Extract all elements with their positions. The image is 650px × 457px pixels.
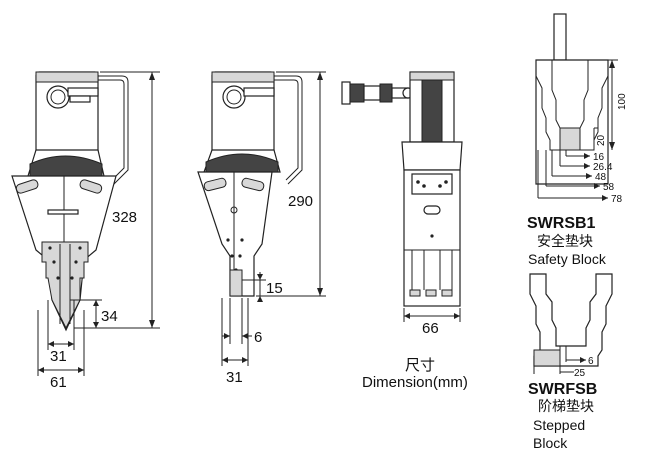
dim-31-front: 31 xyxy=(50,348,67,365)
dim-78: 78 xyxy=(611,194,623,205)
dim-100: 100 xyxy=(617,93,628,110)
dimension-label-en: Dimension(mm) xyxy=(362,374,468,391)
dim-16: 16 xyxy=(593,152,605,163)
dim-48: 48 xyxy=(595,172,607,183)
swrfsb-en-2: Block xyxy=(533,435,568,451)
side-view-dimensions xyxy=(221,71,326,366)
front-view-tool xyxy=(11,71,129,332)
front-view-dimensions xyxy=(37,71,160,376)
dim-34: 34 xyxy=(101,308,118,325)
back-view-dimensions xyxy=(403,308,461,322)
swrsb1-cn: 安全垫块 xyxy=(537,233,593,249)
stepped-block-diagram xyxy=(529,273,613,374)
dim-20: 20 xyxy=(596,134,607,146)
safety-block-diagram xyxy=(535,13,618,201)
swrfsb-cn: 阶梯垫块 xyxy=(538,398,594,414)
dim-25: 25 xyxy=(574,368,586,379)
side-view-tool xyxy=(197,71,303,297)
dimension-label-cn: 尺寸 xyxy=(405,357,435,374)
swrsb1-en: Safety Block xyxy=(528,251,607,267)
dim-328: 328 xyxy=(112,209,137,226)
swrsb1-code: SWRSB1 xyxy=(527,215,596,232)
dim-6-side: 6 xyxy=(254,329,262,346)
swrfsb-en-1: Stepped xyxy=(533,417,585,433)
back-view-tool xyxy=(341,71,463,307)
dim-66: 66 xyxy=(422,320,439,337)
dim-15: 15 xyxy=(266,280,283,297)
dim-290: 290 xyxy=(288,193,313,210)
dim-61: 61 xyxy=(50,374,67,391)
dim-31-side: 31 xyxy=(226,369,243,386)
dim-26-4: 26.4 xyxy=(593,162,613,173)
dim-6-stepped: 6 xyxy=(588,356,594,367)
dim-58: 58 xyxy=(603,182,615,193)
swrfsb-code: SWRFSB xyxy=(528,381,597,398)
